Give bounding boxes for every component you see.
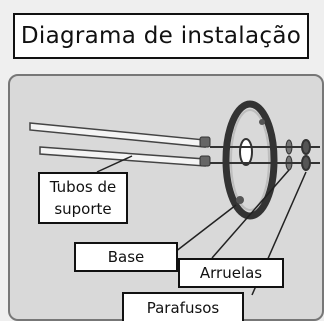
screws [210, 139, 320, 171]
diagram-title-box: Diagrama de instalação [13, 13, 309, 59]
support-tubes [29, 122, 206, 167]
label-support-tubes-line2: suporte [54, 200, 112, 218]
label-support-tubes-line1: Tubos de [49, 178, 117, 196]
washers [285, 139, 293, 171]
label-washers-text: Arruelas [199, 264, 263, 282]
label-base: Base [74, 242, 178, 272]
diagram-title: Diagrama de instalação [20, 23, 302, 49]
label-base-text: Base [107, 248, 145, 266]
label-screws: Parafusos [122, 292, 244, 321]
label-screws-text: Parafusos [146, 298, 220, 317]
label-washers: Arruelas [178, 258, 284, 288]
label-support-tubes: Tubos de suporte [38, 172, 128, 224]
base-ring [222, 100, 278, 220]
tube-fittings [199, 136, 211, 167]
